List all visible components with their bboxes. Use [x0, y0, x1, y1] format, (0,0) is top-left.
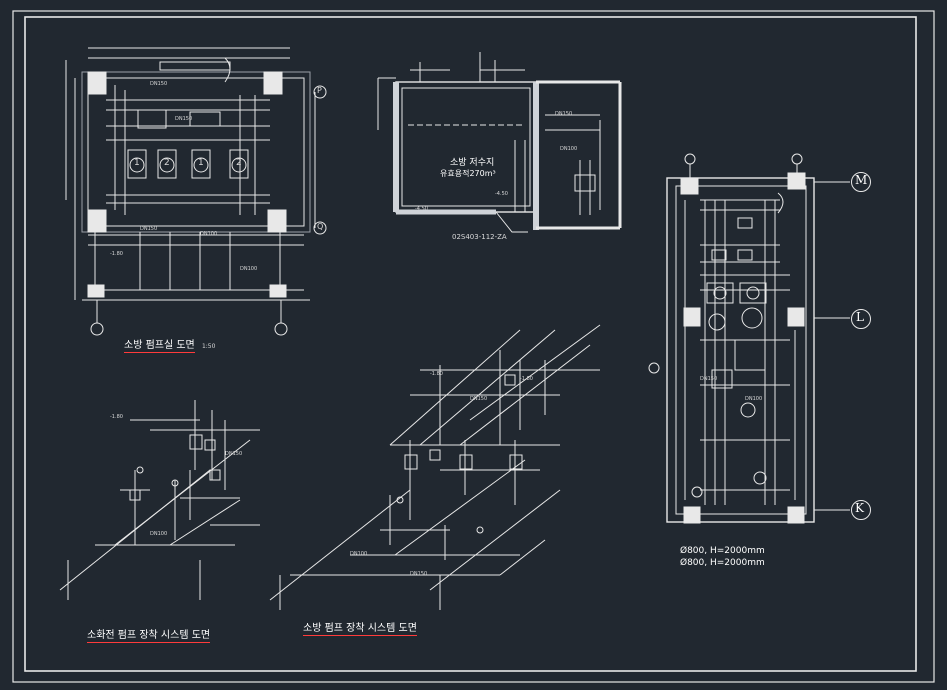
pump-room-plan: [65, 47, 327, 336]
pump-room-plan-scale: 1:50: [201, 343, 216, 350]
fire-pump-system-title-text: 소방 펌프 장착 시스템 도면: [303, 623, 417, 636]
pump-number-1: 1: [134, 158, 140, 168]
svg-text:DN150: DN150: [150, 81, 167, 87]
pump-number-4: 2: [236, 158, 242, 168]
svg-text:DN150: DN150: [700, 376, 717, 382]
axis-marker-p: P: [317, 86, 322, 95]
svg-text:DN150: DN150: [140, 226, 157, 232]
right-plan: [648, 153, 850, 524]
right-plan-note-2: Ø800, H=2000mm: [680, 558, 765, 568]
hydrant-system-iso: [59, 400, 260, 600]
axis-circle-l: [851, 309, 871, 329]
outer-frame: [12, 10, 935, 683]
axis-marker-q: Q: [317, 222, 324, 231]
svg-text:DN150: DN150: [225, 451, 242, 457]
axis-circle-m: [851, 172, 871, 192]
svg-text:-1.80: -1.80: [520, 376, 533, 382]
pump-room-plan-title: 소방 펌프실 도면 1:50: [124, 336, 216, 353]
svg-text:DN100: DN100: [200, 231, 217, 237]
svg-text:DN100: DN100: [560, 146, 577, 152]
tank-section: [377, 52, 622, 233]
svg-text:-1.80: -1.80: [110, 414, 123, 420]
svg-text:-1.80: -1.80: [430, 371, 443, 377]
svg-text:-4.50: -4.50: [415, 206, 428, 212]
svg-text:DN150: DN150: [175, 116, 192, 122]
pump-room-plan-title-text: 소방 펌프실 도면: [124, 340, 195, 353]
tank-name-label: 소방 저수지: [450, 158, 495, 168]
right-plan-note-1: Ø800, H=2000mm: [680, 546, 765, 556]
svg-text:DN100: DN100: [240, 266, 257, 272]
tank-volume-label: 유효용적270m³: [440, 169, 496, 178]
svg-text:-1.80: -1.80: [110, 251, 123, 257]
svg-text:DN150: DN150: [410, 571, 427, 577]
svg-text:DN150: DN150: [470, 396, 487, 402]
fire-pump-system-title: 소방 펌프 장착 시스템 도면: [303, 619, 417, 636]
axis-label-k: K: [855, 501, 864, 515]
axis-label-l: L: [856, 310, 864, 324]
pump-number-2: 2: [164, 158, 170, 168]
axis-circle-k: [851, 500, 871, 520]
inner-frame: [24, 16, 917, 672]
hydrant-system-title: 소화전 펌프 장착 시스템 도면: [87, 626, 211, 643]
svg-text:DN100: DN100: [745, 396, 762, 402]
fire-pump-system-iso: [269, 324, 601, 610]
tank-ref-code: 02S403-112-ZA: [452, 233, 507, 241]
hydrant-system-title-text: 소화전 펌프 장착 시스템 도면: [87, 630, 211, 643]
svg-text:DN100: DN100: [150, 531, 167, 537]
pump-number-3: 1: [198, 158, 204, 168]
axis-label-m: M: [855, 173, 868, 187]
svg-text:DN150: DN150: [555, 111, 572, 117]
svg-text:DN100: DN100: [350, 551, 367, 557]
svg-text:-4.50: -4.50: [495, 191, 508, 197]
